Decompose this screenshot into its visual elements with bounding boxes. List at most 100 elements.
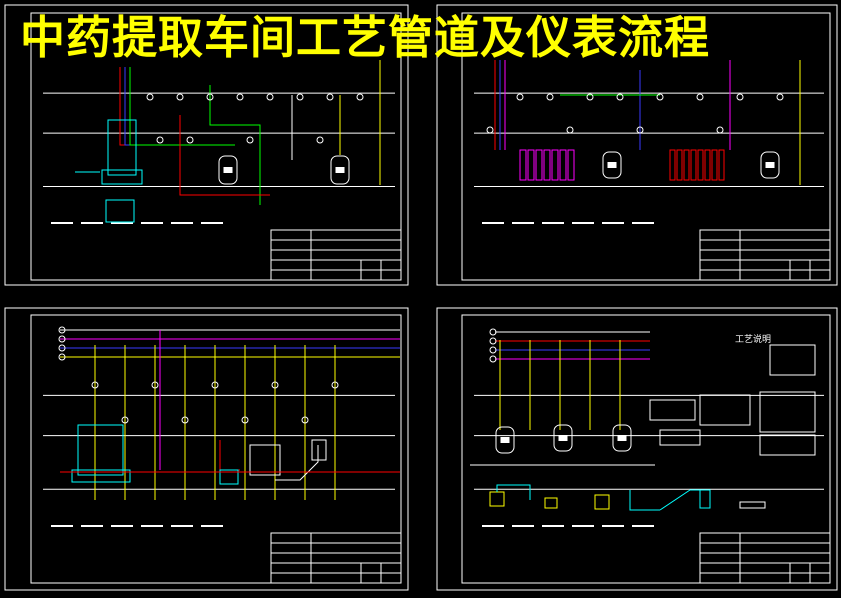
tank-vessel [218, 155, 238, 185]
note-text [111, 222, 133, 224]
tank-vessel [602, 151, 622, 179]
note-text [201, 222, 223, 224]
instrument-bubble [616, 93, 624, 101]
instrument-bubble [516, 93, 524, 101]
pipe-green [129, 67, 235, 146]
legend-box [649, 399, 696, 421]
instrument-bubble [331, 381, 339, 389]
note-text [51, 222, 73, 224]
legend-box [659, 429, 701, 446]
feed-tank [489, 491, 505, 507]
instrument-bubble [696, 93, 704, 101]
tank-label [607, 162, 617, 168]
legend-box [699, 394, 751, 426]
note-text [632, 222, 654, 224]
tank-label [617, 435, 627, 441]
note-text [201, 525, 223, 527]
instrument-bubble [186, 136, 194, 144]
mill [699, 489, 711, 509]
instrument-bubble [546, 93, 554, 101]
tank-label [558, 435, 568, 441]
instrument-bubble [776, 93, 784, 101]
note-text [482, 525, 504, 527]
header-tag [489, 346, 497, 354]
heat-exchanger-tube [711, 149, 718, 181]
note-text [171, 525, 193, 527]
pipe-red [179, 115, 270, 196]
sheet-inner-frame [461, 12, 831, 281]
sheet-inner-frame [30, 314, 402, 584]
header-tag [489, 337, 497, 345]
extraction-tank-base [71, 469, 131, 483]
instrument-bubble [301, 416, 309, 424]
legend-box [769, 344, 816, 376]
packing-machine [739, 501, 766, 509]
instrument-bubble [91, 381, 99, 389]
tank-label [223, 167, 233, 173]
sheet-outer-frame [4, 307, 409, 591]
note-text [482, 222, 504, 224]
instrument-bubble [566, 126, 574, 134]
title-block [699, 229, 831, 281]
heat-exchanger-tube [519, 149, 527, 181]
header-tag [58, 353, 66, 361]
note-text [572, 222, 594, 224]
legend-box [759, 391, 816, 433]
heat-exchanger-tube [543, 149, 551, 181]
heat-exchanger-tube [559, 149, 567, 181]
extraction-tank [77, 424, 124, 476]
instrument-bubble [716, 126, 724, 134]
tank-vessel [612, 424, 632, 452]
note-text [141, 222, 163, 224]
instrument-bubble [236, 93, 244, 101]
heat-exchanger-tube [551, 149, 559, 181]
instrument-bubble [146, 93, 154, 101]
sheet1-process [75, 60, 381, 223]
heat-exchanger-tube [704, 149, 711, 181]
sheet-inner-frame [461, 314, 831, 584]
sheet3-process [58, 326, 400, 500]
instrument-bubble [271, 381, 279, 389]
pipe-red [219, 440, 240, 471]
note-text [542, 222, 564, 224]
note-text [111, 525, 133, 527]
note-text [171, 222, 193, 224]
note-text [141, 525, 163, 527]
note-text [81, 222, 103, 224]
title-block [270, 229, 402, 281]
legend-box [759, 434, 816, 456]
pipe-green [209, 85, 261, 205]
page-title: 中药提取车间工艺管道及仪表流程 [20, 11, 711, 64]
heat-exchanger-tube [697, 149, 704, 181]
sheet-inner-frame [30, 12, 402, 281]
note-text [512, 222, 534, 224]
note-text [512, 525, 534, 527]
instrument-bubble [246, 136, 254, 144]
note-text [632, 525, 654, 527]
header-tag [58, 335, 66, 343]
extraction-tank-base [101, 169, 143, 185]
pipe-white [275, 445, 319, 481]
note-text [602, 222, 624, 224]
instrument-bubble [206, 93, 214, 101]
heat-exchanger-tube [535, 149, 543, 181]
heat-exchanger-tube [527, 149, 535, 181]
title-block [699, 532, 831, 584]
instrument-bubble [151, 381, 159, 389]
instrument-bubble [181, 416, 189, 424]
sheet4-process: 工艺说明 [470, 328, 816, 511]
header-tag [489, 328, 497, 336]
tank-vessel [553, 424, 573, 452]
drawing-sheet-1 [4, 4, 409, 286]
header-tag [489, 355, 497, 363]
legend-title: 工艺说明 [735, 333, 771, 345]
instrument-bubble [211, 381, 219, 389]
heat-exchanger-tube [690, 149, 697, 181]
instrument-bubble [266, 93, 274, 101]
sheet2-process [486, 60, 801, 185]
instrument-bubble [316, 136, 324, 144]
conveyor [659, 489, 700, 511]
equipment [594, 494, 610, 510]
tank-vessel [760, 151, 780, 179]
